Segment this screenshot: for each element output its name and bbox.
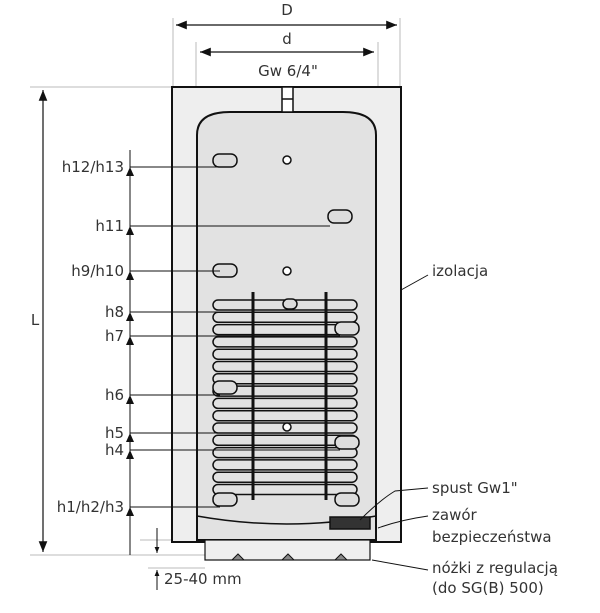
valve-label-1: zawór [432, 506, 478, 524]
coil-loop [212, 299, 358, 311]
extension-lines [30, 18, 401, 569]
coil-loop [212, 422, 358, 434]
valve-leader [377, 515, 429, 529]
feet-leader [371, 559, 429, 571]
coil-loop [212, 409, 358, 422]
height-label: h7 [105, 327, 124, 345]
connection-h4 [334, 435, 360, 450]
connection-h12 [212, 153, 238, 168]
height-arrow-icon [126, 433, 134, 442]
connection-h6 [212, 380, 238, 395]
dim-L-label: L [31, 311, 40, 329]
connection-h1 [212, 492, 238, 507]
coil-loop [212, 373, 358, 385]
insulation-leader [400, 274, 429, 291]
height-arrow-icon [126, 271, 134, 280]
height-arrow-icon [126, 507, 134, 516]
height-label: h9/h10 [71, 262, 124, 280]
height-arrow-icon [126, 395, 134, 404]
connection-h8 [282, 298, 298, 310]
connection-h5 [282, 422, 292, 432]
coil-loop [212, 348, 358, 360]
coil-loop [212, 471, 358, 483]
feet-label-1: nóżki z regulacją [432, 559, 558, 577]
insulation-label: izolacja [432, 262, 488, 280]
dim-D-label: D [281, 1, 293, 19]
height-label: h6 [105, 386, 124, 404]
coil-loop [212, 360, 358, 373]
top-connection-label: Gw 6/4" [258, 62, 318, 80]
dim-d-label: d [282, 30, 292, 48]
coil-loop [212, 397, 358, 410]
coil-loop [212, 459, 358, 471]
height-label: h4 [105, 441, 124, 459]
height-arrow-icon [126, 336, 134, 345]
connection-h7 [334, 321, 360, 336]
height-label: h8 [105, 303, 124, 321]
feet-adjust-label: 25-40 mm [164, 570, 242, 588]
drain-label: spust Gw1" [432, 479, 518, 497]
height-label: h1/h2/h3 [57, 498, 124, 516]
valve-label-2: bezpieczeństwa [432, 528, 552, 546]
feet [230, 553, 349, 561]
connection-h13 [282, 155, 292, 165]
feet-label-2: (do SG(B) 500) [432, 579, 544, 597]
connection-h11 [327, 209, 353, 224]
drain-valve [329, 516, 371, 530]
connection-h10 [282, 266, 292, 276]
height-arrow-icon [126, 226, 134, 235]
height-label: h12/h13 [62, 158, 124, 176]
height-label: h11 [95, 217, 124, 235]
height-label: h5 [105, 424, 124, 442]
drain-leader [359, 487, 429, 521]
height-arrow-icon [126, 312, 134, 321]
height-arrow-icon [126, 450, 134, 459]
coil-loop [212, 336, 358, 348]
height-arrow-icon [126, 167, 134, 176]
connection-h3 [334, 492, 360, 507]
